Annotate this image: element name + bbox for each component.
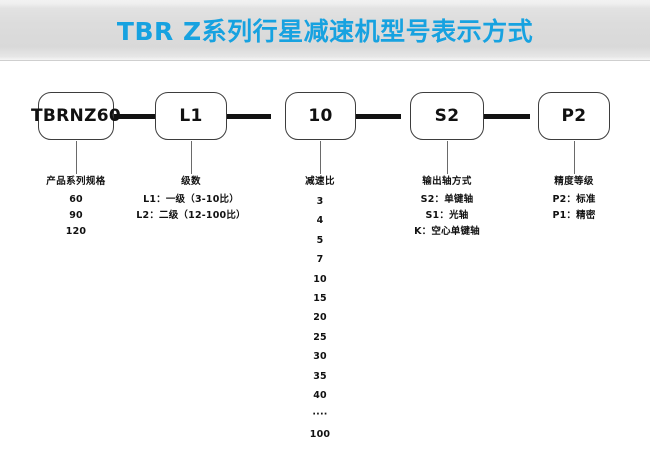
node-ratio-label: 10 [308,106,333,126]
column-stage-heading: 级数 [181,176,201,187]
model-breakdown-diagram: TBRNZ60 L1 10 S2 P2 产品系列规格 60 90 120 级数 … [0,61,650,470]
column-precision-item: P2：标准 [552,194,596,205]
column-ratio-item: 30 [313,351,327,363]
node-series-label: TBRNZ60 [31,106,121,126]
stem-ratio [320,141,321,174]
column-shaft-item: S2：单键轴 [420,194,474,205]
column-precision: 精度等级 P2：标准 P1：精密 [519,174,629,224]
stem-precision [574,141,575,174]
column-series-item: 120 [65,226,87,237]
page-header: TBR Z系列行星减速机型号表示方式 [0,0,650,61]
connector-shaft-precision [483,114,530,119]
column-ratio-item: 10 [313,273,327,285]
column-precision-item: P1：精密 [552,210,596,221]
connector-stage-ratio [226,114,271,119]
column-shaft-item: S1：光轴 [425,210,469,221]
page-title: TBR Z系列行星减速机型号表示方式 [116,17,534,46]
column-ratio-item: 35 [313,370,327,382]
stem-series [76,141,77,174]
column-stage-item: L1：一级（3-10比） [143,194,239,205]
connector-series-stage [113,114,155,119]
connector-ratio-shaft [355,114,401,119]
column-ratio-item: 3 [316,196,324,207]
stem-stage [191,141,192,174]
column-ratio: 减速比 3 4 5 7 10 15 20 25 30 35 40 ···· 10… [270,174,370,444]
column-series: 产品系列规格 60 90 120 [16,174,136,240]
column-ratio-item: 4 [316,215,324,227]
column-shaft: 输出轴方式 S2：单键轴 S1：光轴 K：空心单键轴 [387,174,507,240]
node-shaft[interactable]: S2 [410,92,484,140]
column-precision-heading: 精度等级 [554,176,594,187]
column-ratio-item: 5 [316,234,324,246]
column-ratio-item: 40 [313,390,327,402]
column-series-item: 90 [69,210,83,221]
column-series-heading: 产品系列规格 [46,176,106,187]
column-ratio-item: 25 [313,331,327,343]
node-precision[interactable]: P2 [538,92,610,140]
column-ratio-item: ···· [312,409,328,421]
column-ratio-item: 20 [313,312,327,324]
column-ratio-item: 7 [316,254,324,266]
column-series-item: 60 [69,194,83,205]
column-shaft-heading: 输出轴方式 [422,176,472,187]
node-ratio[interactable]: 10 [285,92,356,140]
node-stage-label: L1 [179,106,203,126]
column-ratio-item: 15 [313,293,327,305]
node-stage[interactable]: L1 [155,92,227,140]
node-precision-label: P2 [561,106,587,126]
column-shaft-item: K：空心单键轴 [414,226,480,237]
column-ratio-heading: 减速比 [305,176,335,187]
column-stage: 级数 L1：一级（3-10比） L2：二级（12-100比） [121,174,261,224]
node-series[interactable]: TBRNZ60 [31,92,121,140]
column-ratio-item: 100 [309,428,331,440]
stem-shaft [447,141,448,174]
column-stage-item: L2：二级（12-100比） [136,210,246,221]
node-shaft-label: S2 [434,106,460,126]
